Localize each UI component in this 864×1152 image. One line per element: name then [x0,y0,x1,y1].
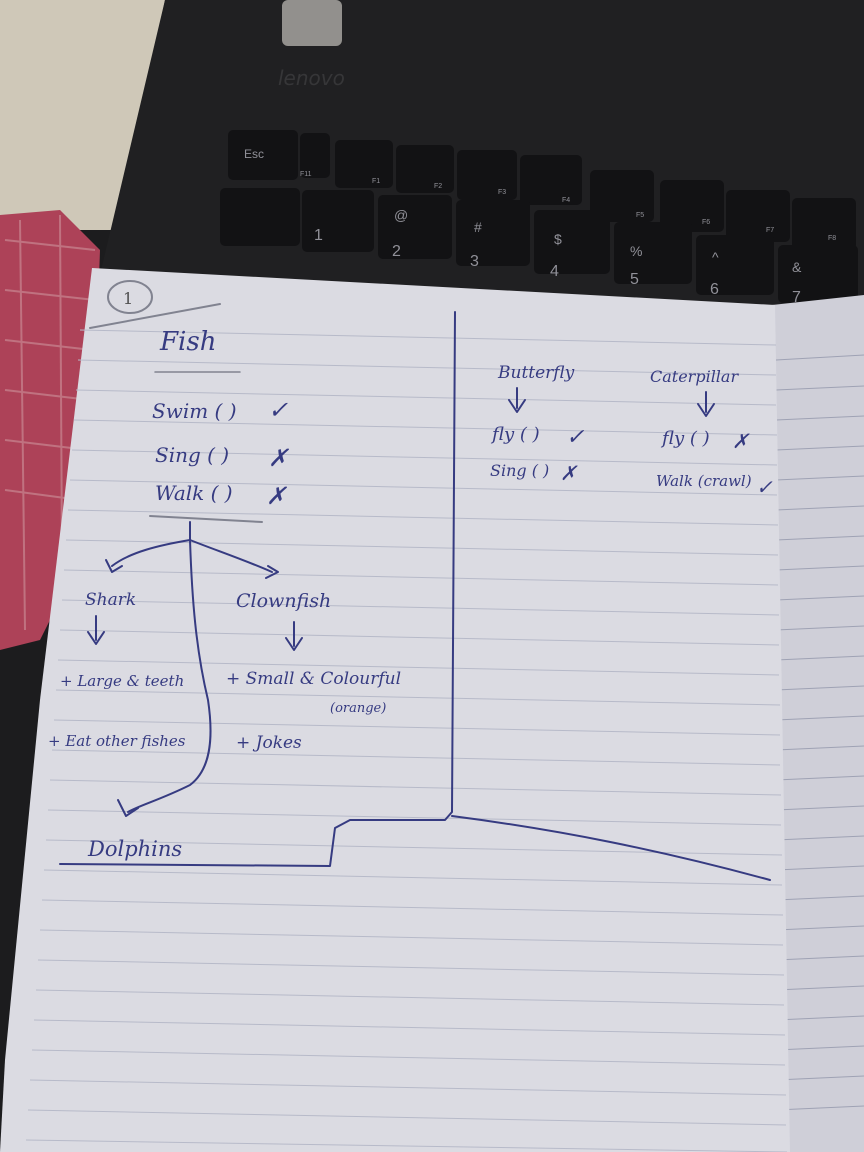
key-f1: F1 [372,178,380,185]
caterpillar-title: Caterpillar [650,367,739,386]
notebook-page [0,268,790,1152]
bottom-dolphins: Dolphins [87,837,182,861]
clownfish-trait-1-note: (orange) [330,701,386,716]
key-7: 7 [792,289,801,306]
method-swim: Swim ( ) [152,399,237,423]
key-f4: F4 [562,197,570,204]
check-mark-icon: ✓ [756,475,773,499]
cross-mark-icon: ✗ [732,429,750,453]
key-esc: Esc [244,147,264,161]
note-number: 1 [123,289,133,308]
key-amp: & [792,259,802,275]
pencil-underline [89,303,221,329]
cross-mark-icon: ✗ [560,461,578,485]
branch-shark: Shark [85,590,136,610]
number-circle [107,280,153,314]
key-f7: F7 [766,227,774,234]
key-at: @ [394,207,408,223]
key-caret: ^ [712,249,719,265]
key-labels: Esc F11 F1 F2 F3 F4 F5 F6 F7 F8 1 2 @ 3 … [244,147,836,306]
cross-mark-icon: ✗ [266,482,288,510]
clownfish-trait-1: + Small & Colourful [226,669,401,689]
key-f11: F11 [300,171,312,178]
arrow-down-icon [87,615,105,645]
methods-divider [149,515,263,523]
laptop-brand: lenovo [278,66,345,90]
keyboard [220,130,858,303]
key-3: 3 [470,253,479,270]
key-4: 4 [550,263,559,280]
key-f6: F6 [702,219,710,226]
next-page-rules [775,354,864,1111]
wall [0,0,165,230]
shark-trait-2: + Eat other fishes [48,732,186,750]
method-sing: Sing ( ) [155,443,229,467]
fish-tree-lines [105,521,279,817]
key-hash: # [474,219,482,235]
arrow-down-icon [508,387,526,413]
butterfly-title: Butterfly [497,363,575,383]
title-fish: Fish [159,327,216,357]
key-percent: % [630,243,642,259]
divider-line [59,311,456,867]
key-f2: F2 [434,183,442,190]
caterpillar-fly: fly ( ) [660,428,710,449]
method-walk: Walk ( ) [155,481,233,505]
cross-mark-icon: ✗ [268,444,290,472]
caterpillar-walk: Walk (crawl) [656,472,752,490]
key-2: 2 [392,243,401,260]
laptop-hinge [282,0,342,46]
check-mark-icon: ✓ [268,396,288,424]
arrow-down-icon [285,621,303,651]
butterfly-fly: fly ( ) [490,424,540,445]
shark-trait-1: + Large & teeth [60,672,184,690]
method-list: Swim ( ) ✓ Sing ( ) ✗ Walk ( ) ✗ [152,396,290,510]
key-dollar: $ [554,231,562,247]
key-f8: F8 [828,235,836,242]
key-6: 6 [710,281,719,298]
clownfish-trait-2: + Jokes [236,733,302,753]
arrow-down-icon [697,391,715,417]
branch-clownfish: Clownfish [236,590,331,612]
check-mark-icon: ✓ [566,425,585,450]
key-f3: F3 [498,189,506,196]
key-1: 1 [314,227,323,244]
baseline-curve [451,815,771,881]
key-5: 5 [630,271,639,288]
key-f5: F5 [636,212,644,219]
butterfly-sing: Sing ( ) [490,461,549,480]
